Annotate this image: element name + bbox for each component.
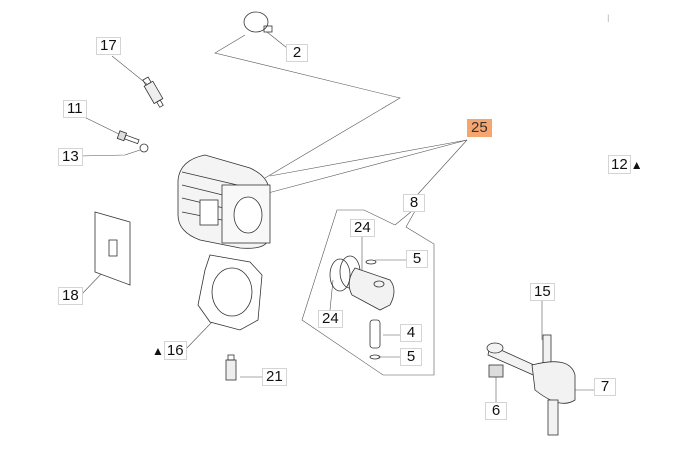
part-label-17[interactable]: 17 [96, 37, 121, 55]
cylinder-part [177, 154, 271, 249]
part-number: 12 [608, 155, 631, 174]
triangle-marker-icon: ▲ [630, 158, 643, 172]
part-label-8[interactable]: 8 [403, 194, 425, 212]
part-label-2[interactable]: 2 [286, 44, 308, 62]
part-label-5[interactable]: 5 [400, 348, 422, 366]
piston-part [329, 255, 395, 311]
part-label-13[interactable]: 13 [58, 148, 83, 166]
corner-mark: ǀ [607, 14, 610, 25]
circlip-part [365, 259, 377, 265]
piston-pin-part [369, 319, 381, 349]
part-label-5[interactable]: 5 [406, 250, 428, 268]
triangle-marker-icon: ▲ [152, 344, 164, 358]
part-label-7[interactable]: 7 [594, 378, 616, 396]
crankshaft-part [486, 334, 576, 436]
screw-part [116, 130, 140, 145]
part-number: 16 [163, 341, 187, 360]
part-label-12[interactable]: 12▲ [608, 155, 643, 174]
decompression-valve-part [225, 354, 237, 381]
part-label-24[interactable]: 24 [318, 310, 343, 328]
circlip-part [369, 354, 381, 360]
hose-clamp-part [243, 11, 273, 33]
part-label-4[interactable]: 4 [400, 324, 422, 342]
part-label-6[interactable]: 6 [485, 402, 507, 420]
washer-part [139, 143, 149, 153]
part-label-18[interactable]: 18 [58, 287, 83, 305]
gasket-18-part [94, 211, 131, 286]
part-label-16[interactable]: ▲16 [152, 341, 187, 360]
leader-lines [79, 31, 594, 402]
part-label-25-highlighted[interactable]: 25 [467, 119, 492, 137]
gasket-16-part [197, 254, 263, 331]
needle-bearing-part [488, 364, 504, 378]
part-label-24[interactable]: 24 [350, 219, 375, 237]
part-label-15[interactable]: 15 [530, 283, 555, 301]
part-label-21[interactable]: 21 [262, 368, 287, 386]
spark-plug-part [142, 76, 164, 108]
part-label-11[interactable]: 11 [63, 100, 87, 118]
